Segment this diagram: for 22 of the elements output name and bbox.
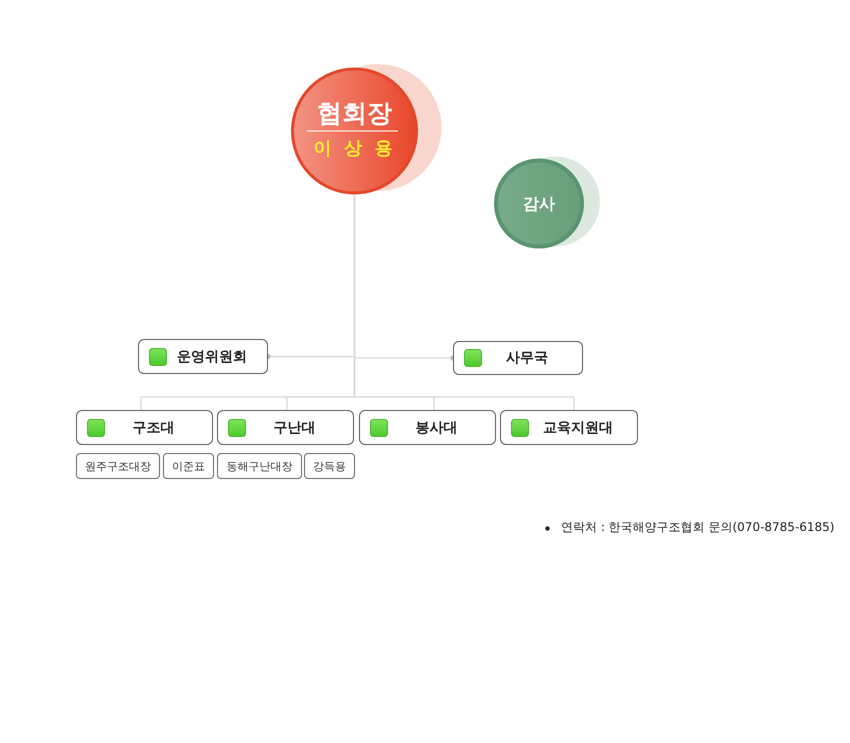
circle-title: 협회장 (317, 100, 392, 126)
member-tag: 강득용 (304, 453, 355, 479)
unit-name: 봉사대 (414, 418, 458, 436)
unit-box (500, 410, 638, 445)
member-tag: 이준표 (163, 453, 214, 479)
member-tag: 원주구조대장 (76, 453, 160, 479)
unit-box (359, 410, 496, 445)
unit-box (453, 341, 583, 375)
unit-box (217, 410, 354, 445)
unit-name: 구난대 (272, 418, 316, 436)
unit-name: 교육지원대 (542, 418, 614, 436)
unit-box (138, 339, 268, 374)
unit-name: 사무국 (505, 349, 549, 367)
circle-title: 감사 (523, 196, 555, 212)
auditor-circle (494, 156, 600, 249)
unit-box (76, 410, 213, 445)
member-tag: 동해구난대장 (217, 453, 302, 479)
chairman-circle (291, 63, 442, 195)
unit-name: 구조대 (132, 418, 176, 436)
unit-name: 운영위원회 (176, 348, 248, 366)
person-name: 이 상 용 (314, 140, 396, 158)
contact-note: 연락처 : 한국해양구조협회 문의(070-8785-6185) (561, 520, 834, 534)
